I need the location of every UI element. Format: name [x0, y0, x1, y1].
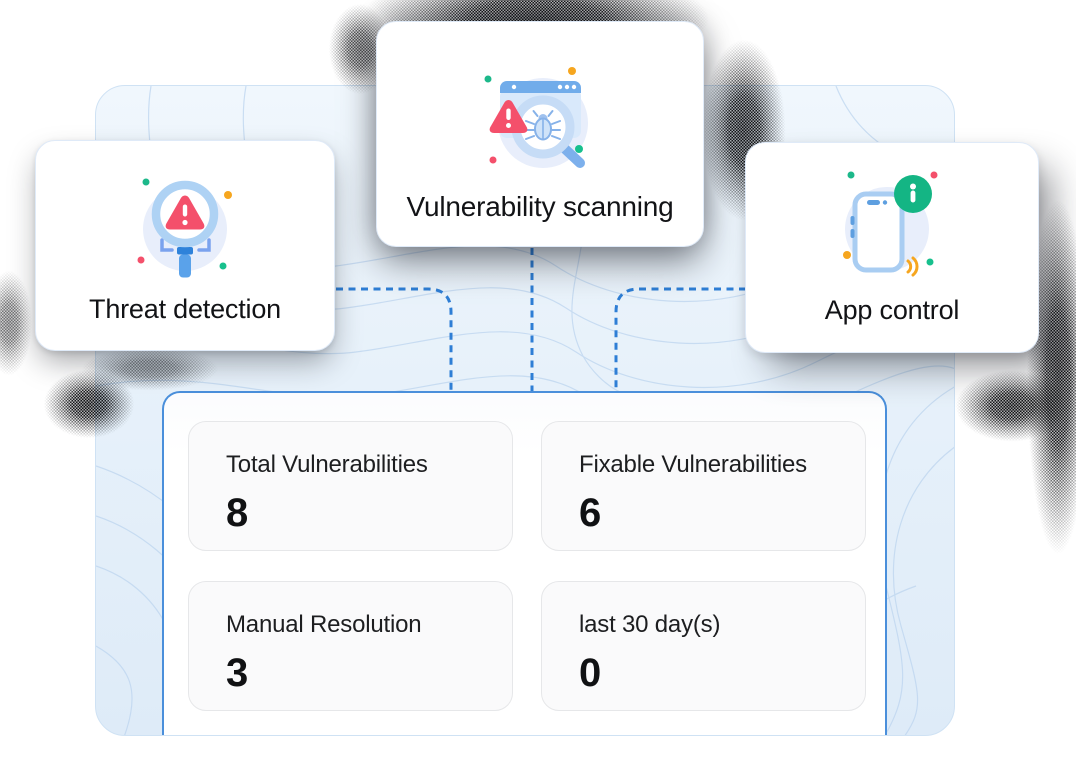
- stat-value: 3: [226, 651, 249, 695]
- stat-value: 0: [579, 651, 602, 695]
- green-dot-icon: [926, 258, 933, 266]
- red-dot-icon: [137, 256, 144, 264]
- green-dot-icon: [847, 171, 854, 179]
- smartphone-icon: [850, 191, 904, 273]
- connector-right-card: [614, 287, 746, 391]
- feature-card-threat-detection: Threat detection: [35, 140, 335, 351]
- warning-triangle-icon: [165, 195, 204, 230]
- green-dot-icon: [484, 75, 492, 83]
- connector-left-card: [336, 287, 453, 391]
- green-dot-icon: [142, 178, 149, 186]
- feature-card-app-control: App control: [745, 142, 1039, 353]
- red-dot-icon: [489, 156, 497, 164]
- app-control-phone-info-icon: [842, 171, 937, 277]
- stat-value: 8: [226, 491, 249, 535]
- stat-card-last-30-days: last 30 day(s) 0: [541, 581, 866, 711]
- warning-triangle-icon: [489, 100, 528, 133]
- feature-card-title: Threat detection: [89, 294, 281, 324]
- feature-card-title: Vulnerability scanning: [406, 191, 674, 222]
- feature-card-vulnerability-scanning: Vulnerability scanning: [376, 21, 704, 247]
- threat-detection-magnifier-alert-icon: [137, 178, 232, 278]
- stat-card-manual-resolution: Manual Resolution 3: [188, 581, 513, 711]
- stat-card-total-vulnerabilities: Total Vulnerabilities 8: [188, 421, 513, 551]
- red-dot-icon: [930, 171, 937, 179]
- green-dot-icon: [219, 262, 226, 270]
- orange-dot-icon: [568, 67, 576, 75]
- orange-dot-icon: [842, 251, 851, 259]
- stat-value: 6: [579, 491, 602, 535]
- shadow-blob: [0, 252, 40, 394]
- vulnerability-stats-panel: Total Vulnerabilities 8 Fixable Vulnerab…: [162, 391, 887, 735]
- stat-label: last 30 day(s): [579, 611, 721, 638]
- stat-label: Fixable Vulnerabilities: [579, 451, 807, 478]
- stat-card-fixable-vulnerabilities: Fixable Vulnerabilities 6: [541, 421, 866, 551]
- stat-label: Manual Resolution: [226, 611, 422, 638]
- orange-dot-icon: [223, 191, 232, 199]
- connector-dashed-lines: [336, 248, 746, 391]
- shadow-blob: [936, 358, 1076, 454]
- stat-label: Total Vulnerabilities: [226, 451, 428, 478]
- focus-brackets-icon: [159, 238, 211, 252]
- bug-icon: [525, 110, 561, 141]
- info-badge-icon: [893, 175, 932, 213]
- green-dot-icon: [575, 145, 583, 153]
- signal-waves-icon: [906, 256, 919, 277]
- feature-card-title: App control: [824, 295, 960, 325]
- vulnerability-scanning-browser-bug-icon: [484, 67, 588, 168]
